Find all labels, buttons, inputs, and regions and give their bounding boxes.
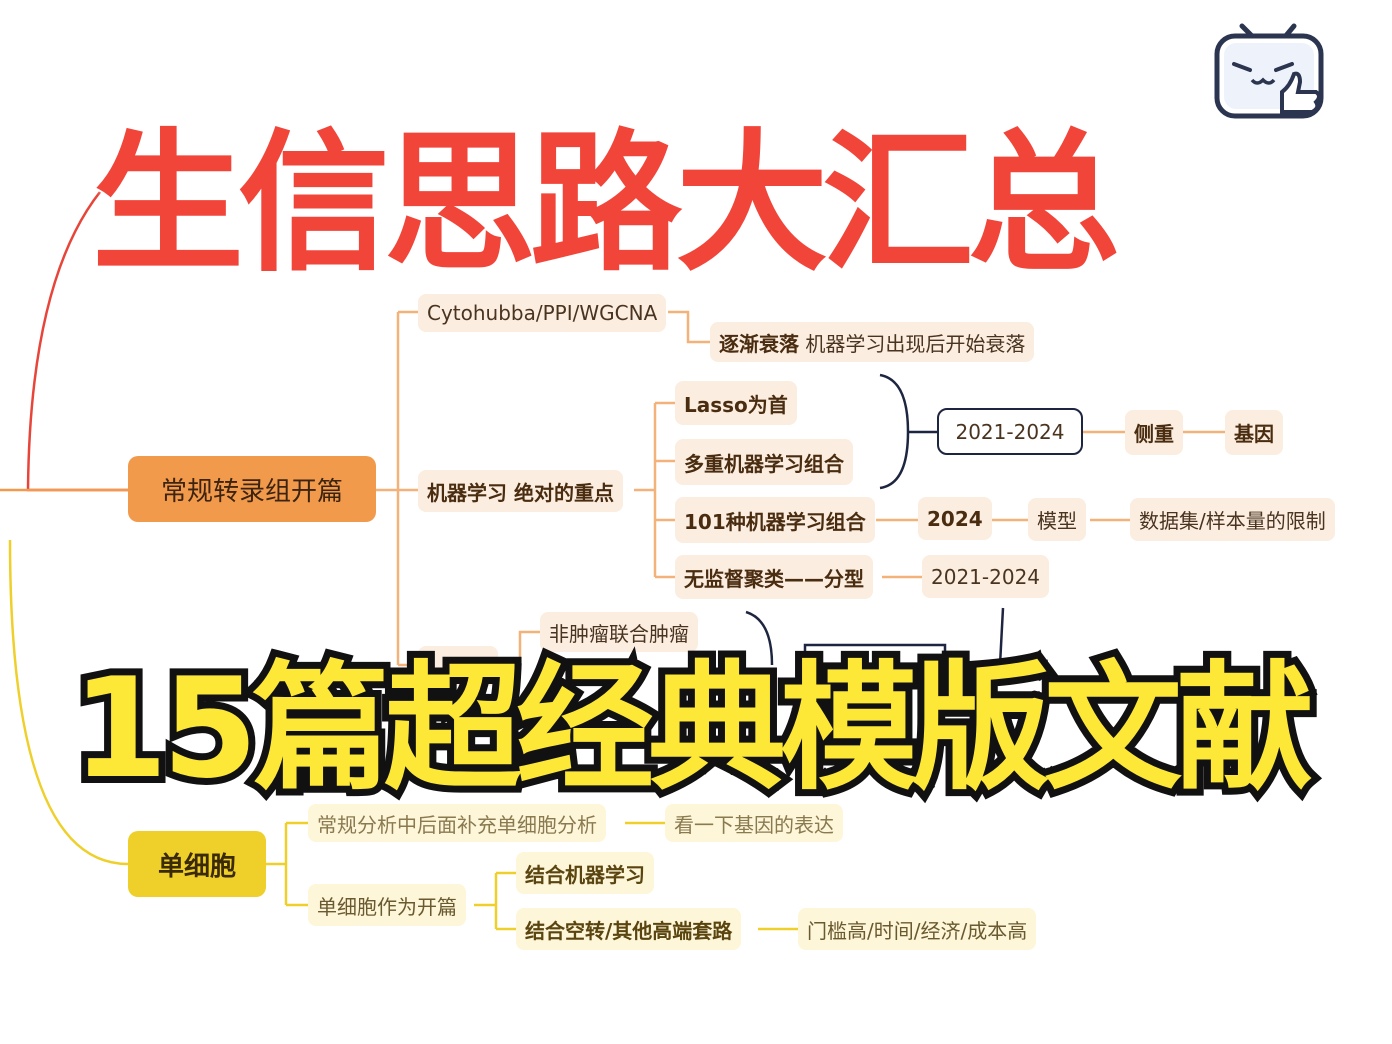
- node-sc-cost[interactable]: 门槛高/时间/经济/成本高: [798, 908, 1037, 950]
- node-limit[interactable]: 数据集/样本量的限制: [1130, 498, 1335, 541]
- node-sc-open[interactable]: 单细胞作为开篇: [308, 884, 466, 926]
- decline-bold: 逐渐衰落: [719, 331, 799, 356]
- node-sc-supplement[interactable]: 常规分析中后面补充单细胞分析: [308, 804, 606, 842]
- node-model[interactable]: 模型: [1028, 498, 1086, 541]
- decline-text: 机器学习出现后开始衰落: [805, 331, 1026, 356]
- node-sc-spatial[interactable]: 结合空转/其他高端套路: [516, 908, 742, 950]
- node-gene[interactable]: 基因: [1225, 410, 1283, 455]
- node-ml[interactable]: 机器学习 绝对的重点: [418, 470, 623, 512]
- node-multi-ml[interactable]: 多重机器学习组合: [675, 439, 853, 485]
- node-sc-expression[interactable]: 看一下基因的表达: [665, 804, 843, 842]
- node-sc-ml[interactable]: 结合机器学习: [516, 852, 654, 894]
- subtitle-banner: 15篇超经典模版文献: [65, 648, 1321, 809]
- node-cytohubba[interactable]: Cytohubba/PPI/WGCNA: [418, 294, 667, 332]
- node-lasso[interactable]: Lasso为首: [675, 381, 797, 425]
- node-nontumor[interactable]: 非肿瘤联合肿瘤: [540, 612, 698, 652]
- node-years-b[interactable]: 2021-2024: [922, 555, 1050, 598]
- node-focus[interactable]: 侧重: [1125, 410, 1183, 455]
- main-title: 生信思路大汇总: [90, 115, 1122, 292]
- node-ml101[interactable]: 101种机器学习组合: [675, 497, 875, 543]
- node-hidden: [418, 646, 498, 686]
- node-decline[interactable]: 逐渐衰落 机器学习出现后开始衰落: [710, 322, 1035, 362]
- node-2024[interactable]: 2024: [918, 497, 992, 540]
- node-years-a[interactable]: 2021-2024: [937, 408, 1083, 455]
- node-transcriptome[interactable]: 常规转录组开篇: [128, 456, 376, 522]
- tv-mascot-thumbs-up-icon: [1214, 23, 1324, 119]
- node-singlecell[interactable]: 单细胞: [128, 831, 266, 897]
- node-unsupervised[interactable]: 无监督聚类——分型: [675, 555, 873, 599]
